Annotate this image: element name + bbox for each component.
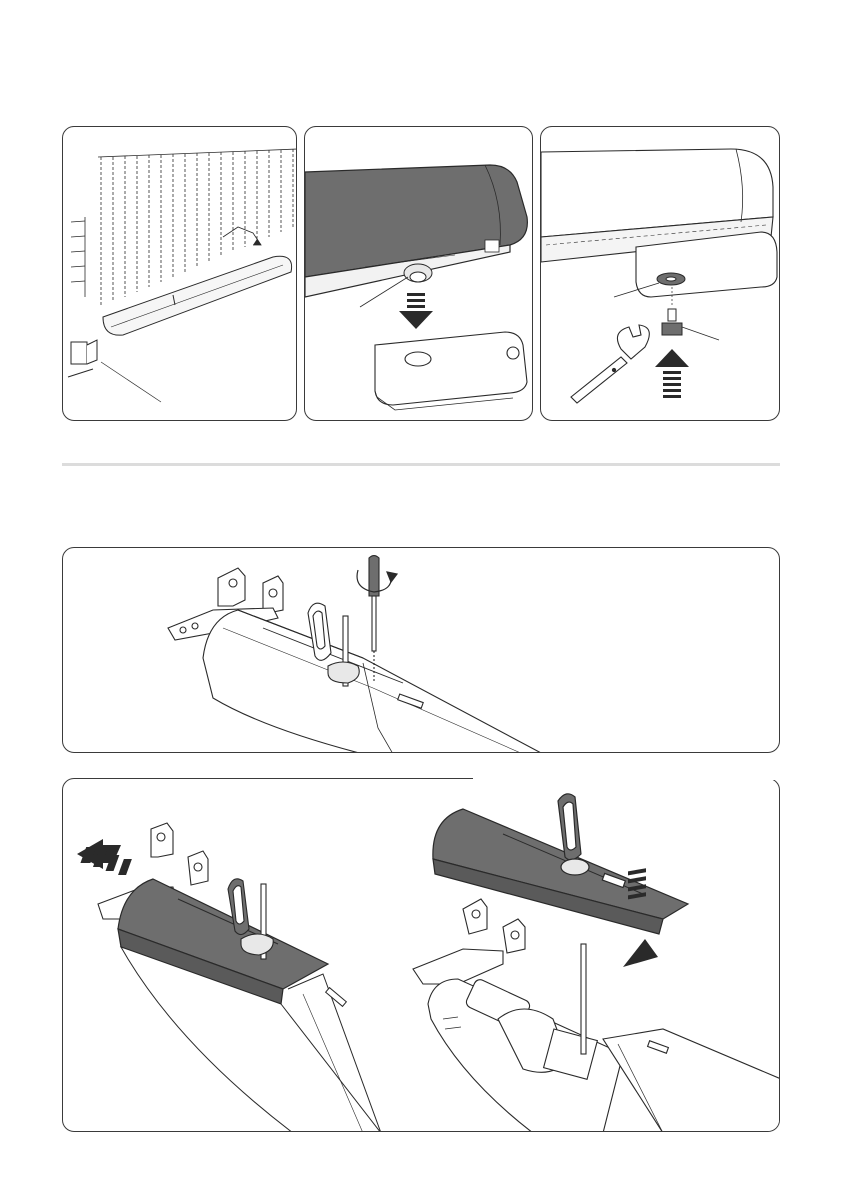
bolt-fastening-illustration: [541, 127, 780, 421]
bracket-icon: [413, 899, 525, 984]
figure-panel-operator-lower: [304, 126, 533, 421]
operator-underside-icon: [541, 149, 777, 297]
figure-panel-remove-cover: [62, 778, 780, 1132]
up-arrow-icon: [655, 349, 689, 398]
bracket-plate-icon: [375, 332, 527, 410]
screw-detail-icon: [223, 227, 261, 245]
operator-icon: [103, 256, 292, 335]
gate-operator-illustration: [63, 127, 297, 421]
figure-panel-gate-operator: [62, 126, 297, 421]
section-separator: [62, 463, 780, 466]
remove-cover-illustration: [63, 779, 780, 1132]
wrench-icon: [571, 325, 649, 403]
left-arrow-icon: [77, 839, 132, 875]
gate-icon: [71, 149, 297, 307]
operator-lower-illustration: [305, 127, 533, 421]
down-arrow-icon: [399, 293, 433, 329]
bracket-icon: [68, 340, 161, 402]
figure-panel-unscrew-cover: [62, 547, 780, 753]
panel-top-gap: [473, 775, 780, 780]
figure-panel-bolt-fastening: [540, 126, 780, 421]
unscrew-cover-illustration: [63, 548, 780, 753]
